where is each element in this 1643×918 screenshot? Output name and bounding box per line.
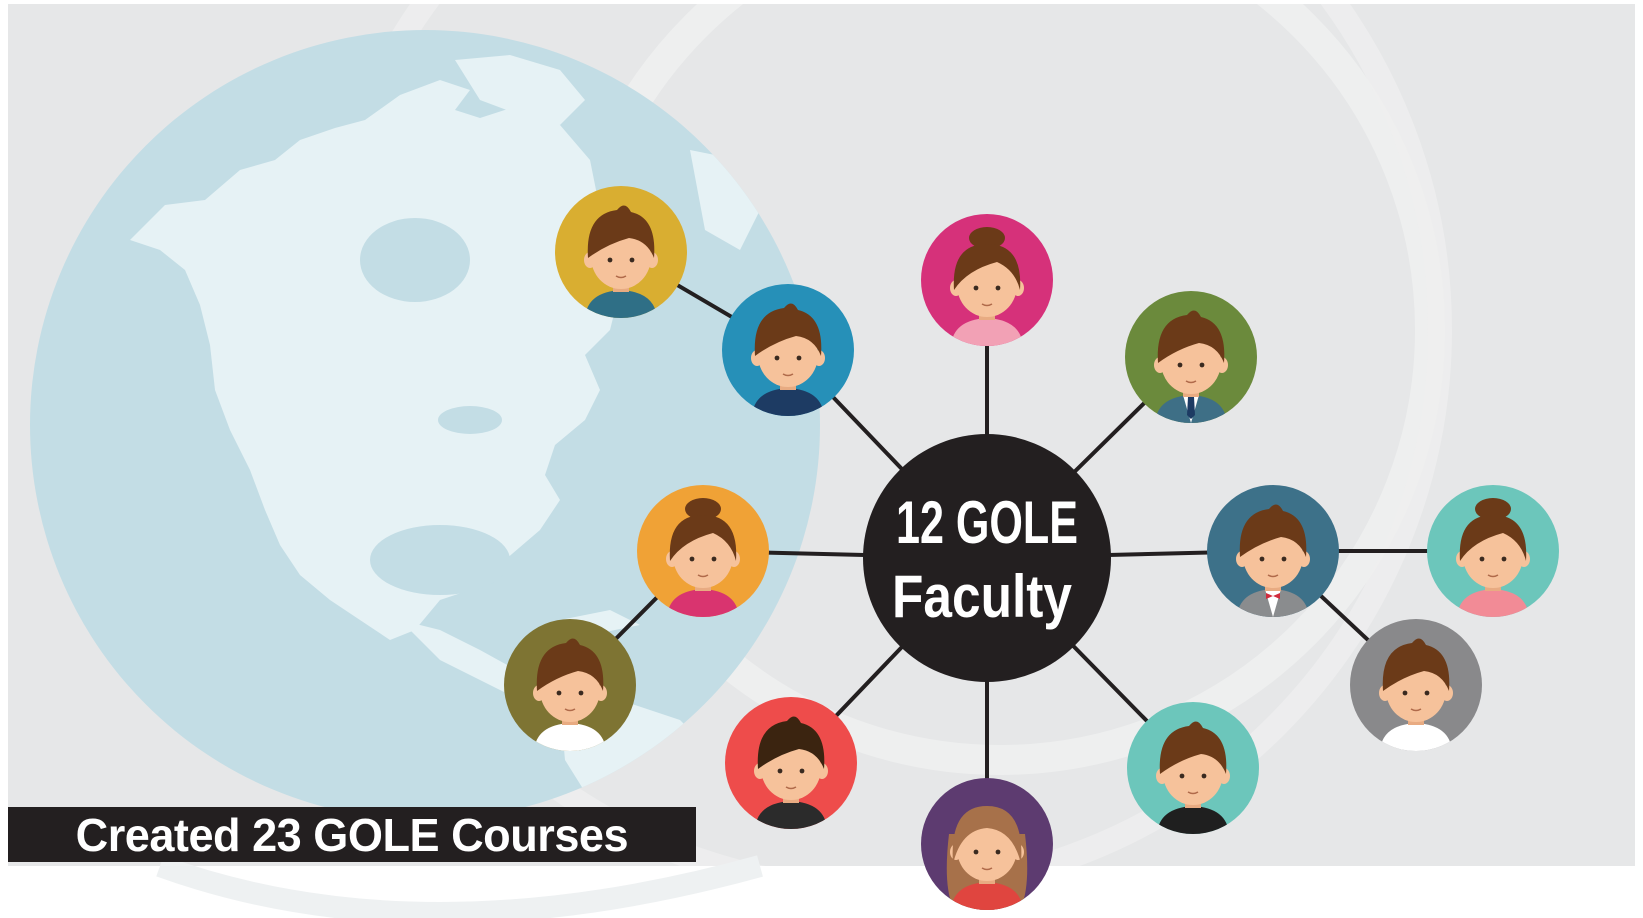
courses-banner: Created 23 GOLE Courses	[8, 807, 696, 862]
avatar-shirt	[585, 290, 657, 318]
avatar-shirt	[667, 589, 739, 617]
avatar-pink-girl	[921, 214, 1053, 346]
avatar-teal-boy	[1127, 702, 1259, 834]
faculty-avatars	[504, 186, 1559, 910]
greenland-landmass	[455, 55, 585, 125]
avatar-shirt	[951, 882, 1023, 910]
avatar-shirt	[755, 801, 827, 829]
hub-title-line2: Faculty	[892, 563, 1073, 630]
caribbean-islands	[560, 610, 640, 632]
hub-circle	[863, 434, 1111, 682]
gulf-of-mexico	[370, 525, 510, 595]
avatar-shirt	[752, 388, 824, 416]
avatar-red-boy	[725, 697, 857, 829]
avatar-gray-boy	[1350, 619, 1482, 751]
hudson-bay	[360, 218, 470, 302]
avatar-olive-boy	[504, 619, 636, 751]
avatar-orange-girl	[637, 485, 769, 617]
great-lakes	[438, 406, 502, 434]
avatar-purple-girl	[921, 778, 1053, 910]
avatar-shirt	[1457, 589, 1529, 617]
avatar-blue-boy	[722, 284, 854, 416]
avatar-face	[957, 817, 1017, 881]
north-america-landmass	[130, 80, 620, 640]
courses-banner-text: Created 23 GOLE Courses	[75, 808, 629, 861]
avatar-green-man	[1125, 291, 1257, 423]
hub-node: 12 GOLE Faculty	[863, 434, 1111, 682]
avatar-shirt	[534, 723, 606, 751]
decorative-arcs-lower	[156, 855, 763, 918]
avatar-shirt	[1380, 723, 1452, 751]
hub-title-line1: 12 GOLE	[896, 489, 1078, 556]
avatar-mint-girl	[1427, 485, 1559, 617]
avatar-yellow-boy	[555, 186, 687, 318]
avatar-shirt	[1157, 806, 1229, 834]
avatar-shirt	[951, 318, 1023, 346]
avatar-steel-man	[1207, 485, 1339, 617]
